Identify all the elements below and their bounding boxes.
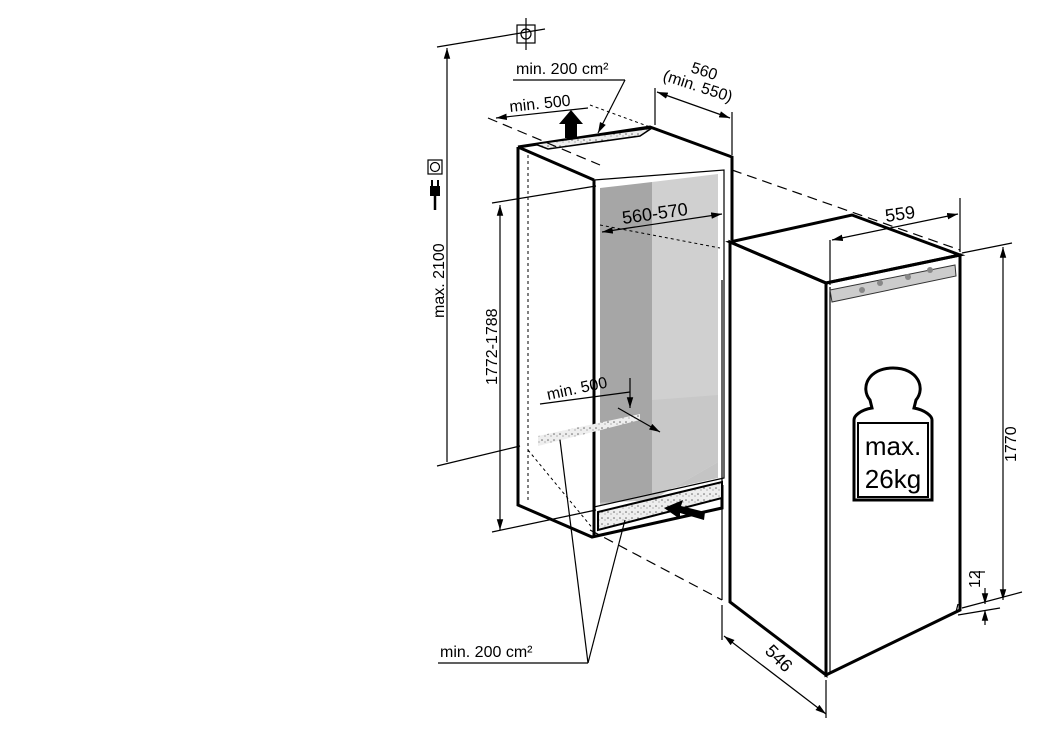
niche-height-dimension xyxy=(491,185,597,533)
appliance-height-label: 1770 xyxy=(1003,426,1020,462)
socket-icon xyxy=(427,159,443,175)
airflow-arrow-icon xyxy=(559,110,705,520)
weight-line1: max. xyxy=(865,431,921,461)
niche-height-label: 1772-1788 xyxy=(484,308,501,385)
weight-icon xyxy=(852,366,934,502)
plug-icon xyxy=(430,180,440,210)
plinth-gap-label: 12 xyxy=(967,570,984,588)
appliance-width-label: 559 xyxy=(884,202,917,226)
control-panel xyxy=(829,264,957,303)
appliance-depth-label: 546 xyxy=(761,641,796,676)
weight-line2: 26kg xyxy=(865,464,921,494)
top-min-depth-label: min. 500 xyxy=(509,93,572,116)
appliance xyxy=(721,213,966,679)
niche-cabinet xyxy=(487,104,961,601)
bottom-vent-area-label: min. 200 cm² xyxy=(440,644,533,661)
max-height-label: max. 2100 xyxy=(431,243,448,318)
max-height-dimension xyxy=(436,47,521,467)
top-vent-area-label: min. 200 cm² xyxy=(516,61,609,78)
center-mark-icon xyxy=(436,18,546,50)
